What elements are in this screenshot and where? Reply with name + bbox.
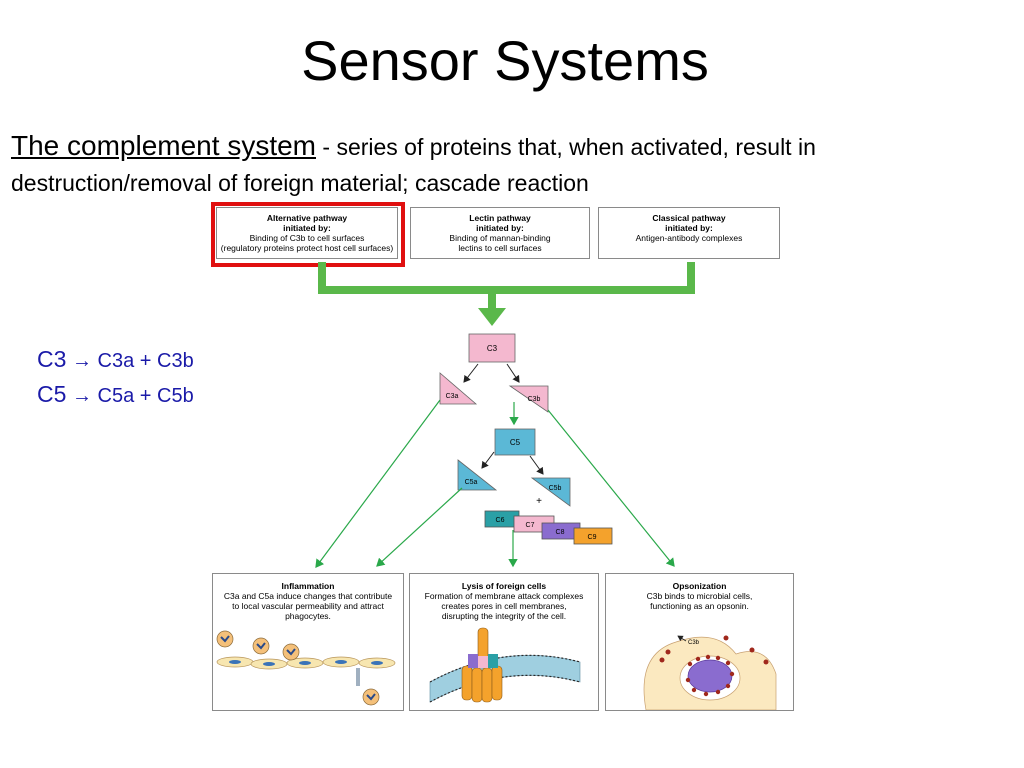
c8-label: C8 [556, 529, 565, 536]
outcome-title: Inflammation [281, 581, 335, 591]
equation-c3: C3 → C3a + C3b [37, 346, 194, 372]
outcome-line: functioning as an opsonin. [650, 601, 749, 611]
c7-label: C7 [526, 522, 535, 529]
c3-label: C3 [487, 344, 498, 353]
arrow [463, 363, 479, 383]
outcome-line: Formation of membrane attack complexes [424, 591, 584, 601]
cell-membrane [429, 655, 581, 703]
pathway-line: Binding of mannan-binding [449, 233, 551, 243]
pathway-title: Lectin pathway [469, 213, 531, 223]
outcome-title: Opsonization [672, 581, 727, 591]
c3b-molecules [659, 635, 769, 697]
outcome-line: disrupting the integrity of the cell. [441, 611, 567, 621]
c3b-small-label: C3b [688, 640, 700, 646]
outcome-line: C3b binds to microbial cells, [646, 591, 753, 601]
c3a-triangle [439, 372, 478, 405]
intro-line2: destruction/removal of foreign material;… [11, 170, 589, 196]
c3b-triangle [508, 385, 549, 413]
arrow [506, 363, 520, 383]
pathway-line: Binding of C3b to cell surfaces [249, 233, 365, 243]
classical-pathway-box: Classical pathway initiated by: Antigen-… [598, 207, 780, 259]
pathway-title: Classical pathway [652, 213, 726, 223]
equation-c5: C5 → C5a + C5b [37, 381, 194, 407]
pathway-subtitle: initiated by: [665, 223, 713, 233]
c9-box [573, 527, 613, 545]
arrow [315, 399, 441, 568]
c3-box [468, 333, 516, 363]
pathway-subtitle: initiated by: [476, 223, 524, 233]
pathway-subtitle: initiated by: [283, 223, 331, 233]
intro-text: The complement system - series of protei… [11, 128, 1016, 201]
outcome-line: to local vascular permeability and attra… [232, 601, 384, 611]
c5b-triangle [530, 477, 571, 507]
page-title: Sensor Systems [301, 29, 709, 92]
highlight-frame [211, 202, 405, 267]
c9-label: C9 [588, 534, 597, 541]
arrow [481, 451, 495, 469]
outcome-line: phagocytes. [285, 611, 331, 621]
outcome-title: Lysis of foreign cells [461, 581, 547, 591]
membrane-attack-complex [461, 627, 503, 703]
c5b-label: C5b [549, 485, 562, 492]
intro-heading: The complement system [11, 130, 316, 161]
c5a-triangle [457, 459, 498, 491]
arrow [547, 409, 675, 567]
intro-line1: - series of proteins that, when activate… [316, 134, 816, 160]
blood-vessel-cells [216, 656, 396, 670]
outcome-line: C3a and C5a induce changes that contribu… [223, 591, 393, 601]
lysis-box: Lysis of foreign cells Formation of memb… [409, 573, 599, 711]
c3b-label: C3b [528, 396, 541, 403]
membrane-attack-illustration [429, 627, 581, 703]
phagocytes [216, 630, 380, 706]
c5-box [494, 428, 536, 456]
c6-label: C6 [496, 517, 505, 524]
c5-label: C5 [510, 438, 521, 447]
outcome-line: creates pores in cell membranes, [441, 601, 567, 611]
pathway-line: (regulatory proteins protect host cell s… [220, 243, 394, 253]
inflammation-illustration [216, 630, 396, 706]
opsonization-box: Opsonization C3b binds to microbial cell… [605, 573, 794, 711]
alternative-pathway-box: Alternative pathway initiated by: Bindin… [216, 207, 398, 259]
arrow [376, 487, 463, 567]
arrow [529, 455, 544, 475]
lectin-pathway-box: Lectin pathway initiated by: Binding of … [410, 207, 590, 259]
pathway-line: Antigen-antibody complexes [635, 233, 743, 243]
c3a-label: C3a [446, 393, 459, 400]
pathway-title: Alternative pathway [266, 213, 348, 223]
inflammation-box: Inflammation C3a and C5a induce changes … [212, 573, 404, 711]
c5a-label: C5a [465, 479, 478, 486]
plus-sign: + [536, 496, 542, 507]
microbe [687, 659, 733, 693]
pathway-convergence-arrow [318, 262, 695, 326]
opsonization-illustration: C3b [643, 635, 777, 710]
pathway-line: lectins to cell surfaces [458, 243, 542, 253]
